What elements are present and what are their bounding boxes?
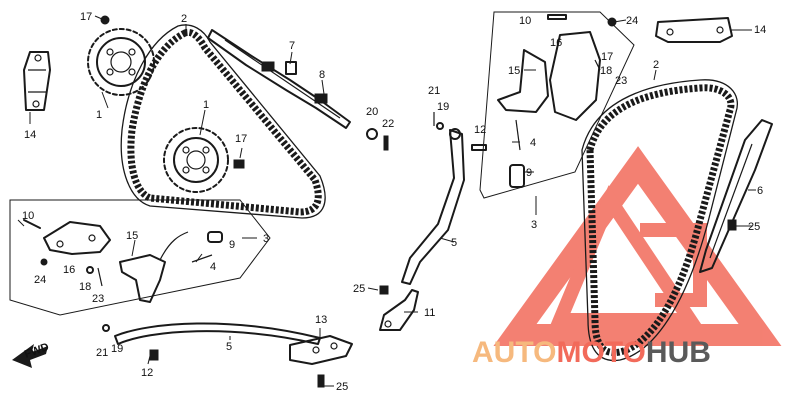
bracket-13: [289, 335, 353, 388]
callout-5-mid: 5: [451, 237, 457, 249]
callout-11: 11: [424, 307, 435, 319]
callout-22: 22: [382, 118, 394, 130]
watermark-hub: HUB: [646, 336, 711, 369]
callout-13: 13: [315, 314, 327, 326]
fwd-arrow: FWD: [12, 341, 51, 368]
watermark-logo: [493, 146, 782, 346]
callout-5-left: 5: [226, 341, 232, 353]
callout-18-right: 18: [600, 65, 612, 77]
callout-10-right: 10: [519, 15, 531, 27]
tensioner-assembly-box-right: [479, 11, 635, 199]
tensioner-body-right: [497, 14, 617, 188]
callout-6: 6: [757, 185, 763, 197]
callout-23-right: 23: [615, 75, 627, 87]
callout-21-left: 21: [96, 347, 108, 359]
callout-1-upper: 1: [96, 109, 102, 121]
callout-2-left: 2: [181, 13, 187, 25]
cam-sprocket-lower: [163, 127, 229, 193]
callout-2-right: 2: [653, 59, 659, 71]
callout-20: 20: [366, 106, 378, 118]
tensioner-arm-middle: [379, 128, 465, 331]
watermark-text: AUTOMOTOHUB: [472, 336, 711, 369]
callout-25-lower: 25: [336, 381, 348, 393]
callout-17-right: 17: [601, 51, 613, 63]
callout-4-right: 4: [530, 137, 536, 149]
callout-3-right: 3: [531, 219, 537, 231]
callout-16-left: 16: [63, 264, 75, 276]
callout-16-right: 16: [550, 37, 562, 49]
callout-19-mid: 19: [437, 101, 449, 113]
callout-8: 8: [319, 69, 325, 81]
callout-1-lower: 1: [203, 99, 209, 111]
callout-labels: 17 2 7 8 1 1 14 17 10 15 3 9 16 4 24 18 …: [22, 11, 766, 393]
svg-text:AUTOMOTOHUB: AUTOMOTOHUB: [472, 336, 711, 369]
callout-4-left: 4: [210, 261, 216, 273]
fwd-label: FWD: [23, 341, 51, 361]
cam-chain-left: [120, 24, 326, 219]
bracket-14-right: [655, 17, 733, 43]
leader-lines: [17, 19, 756, 387]
callout-15-right: 15: [508, 65, 520, 77]
cam-chain-right: [581, 79, 738, 362]
callout-14-left: 14: [24, 129, 36, 141]
callout-9-right: 9: [526, 167, 532, 179]
callout-25-mid: 25: [353, 283, 365, 295]
callout-3-left: 3: [263, 233, 269, 245]
callout-12-left: 12: [141, 367, 153, 379]
callout-25-right: 25: [748, 221, 760, 233]
callout-12-mid: 12: [474, 124, 486, 136]
callout-23-left: 23: [92, 293, 104, 305]
callout-18-left: 18: [79, 281, 91, 293]
callout-24-right: 24: [626, 15, 638, 27]
callout-10-left: 10: [22, 210, 34, 222]
watermark-moto: MOTO: [556, 336, 645, 369]
bolt-17-lower: [233, 147, 245, 169]
tensioner-assembly-box-left: [9, 199, 271, 316]
callout-17-upper: 17: [80, 11, 92, 23]
callout-21-mid: 21: [428, 85, 440, 97]
tensioner-body-left: [23, 219, 223, 303]
bracket-14-left: [23, 51, 51, 124]
callout-24-left: 24: [34, 274, 46, 286]
callout-19-left: 19: [111, 343, 123, 355]
callout-7: 7: [289, 40, 295, 52]
callout-17-lower: 17: [235, 133, 247, 145]
chain-guide-upper: [207, 29, 351, 129]
chain-guide-lower-left: [102, 322, 321, 361]
callout-14-right: 14: [754, 24, 766, 36]
callout-9-left: 9: [229, 239, 235, 251]
bolt-17-upper: [94, 15, 110, 25]
watermark-auto: AUTO: [472, 336, 556, 369]
chain-guide-right: [699, 119, 773, 273]
small-parts-middle: [366, 112, 487, 151]
callout-15-left: 15: [126, 230, 138, 242]
